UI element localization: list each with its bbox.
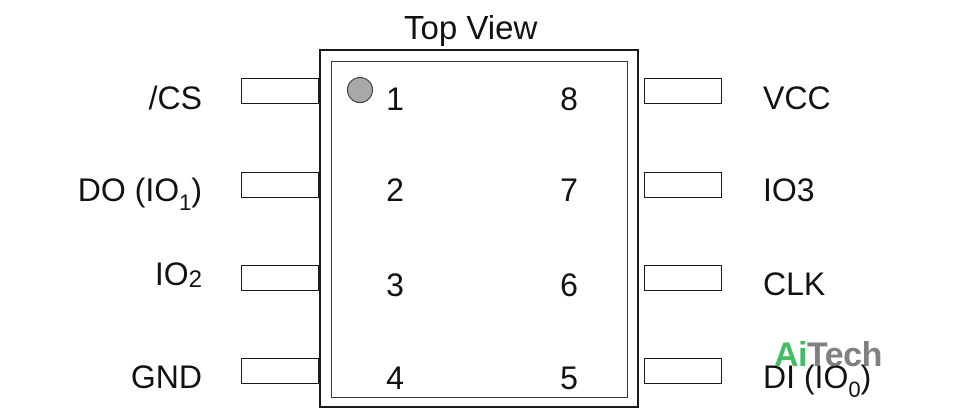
pin-label-do-io1: DO (IO1): [77, 172, 202, 214]
watermark-ai: Ai: [774, 336, 808, 374]
pin-label-do-close: ): [191, 172, 202, 208]
pin-label-do-subscript: 1: [179, 190, 192, 215]
pin-number-7: 7: [560, 172, 578, 208]
pin-label-clk: CLK: [763, 266, 826, 302]
pin-lead-7: [644, 172, 722, 198]
pin-number-2: 2: [386, 172, 404, 208]
pin-label-io2: IO2: [155, 256, 202, 292]
pin-number-4: 4: [386, 360, 404, 396]
pin-number-8: 8: [560, 81, 578, 117]
pin-lead-1: [241, 78, 319, 104]
chip-package-body: [319, 49, 639, 408]
pin-label-io2-main: IO: [154, 256, 189, 292]
pin-number-3: 3: [386, 267, 404, 303]
pin-label-do-main: DO (IO: [77, 172, 180, 208]
aitech-watermark-logo: AiTech: [774, 335, 882, 375]
pin-lead-6: [644, 265, 722, 291]
pin-label-cs: /CS: [148, 80, 202, 116]
pin-label-io2-subscript: 2: [188, 266, 202, 293]
pin-number-6: 6: [560, 267, 578, 303]
pin-lead-3: [241, 265, 319, 291]
pin-lead-8: [644, 78, 722, 104]
pin-label-di-close: ): [860, 359, 872, 395]
diagram-title: Top View: [404, 9, 538, 46]
pin-label-io3: IO3: [763, 172, 815, 208]
pin-number-1: 1: [386, 81, 404, 117]
pin-label-di-io0: DI (IO0): [763, 359, 872, 401]
chip-package-inner-outline: [331, 61, 628, 398]
pin-label-di-subscript: 0: [848, 377, 861, 402]
pin-lead-5: [644, 358, 722, 384]
pin-label-vcc: VCC: [763, 80, 831, 116]
watermark-tech: Tech: [807, 336, 882, 374]
pin-lead-2: [241, 172, 319, 198]
pin1-indicator-dot: [347, 77, 373, 103]
pin-number-5: 5: [560, 360, 578, 396]
pin-label-di-main: DI (IO: [763, 359, 849, 395]
pin-lead-4: [241, 358, 319, 384]
pin-label-gnd: GND: [130, 359, 202, 395]
